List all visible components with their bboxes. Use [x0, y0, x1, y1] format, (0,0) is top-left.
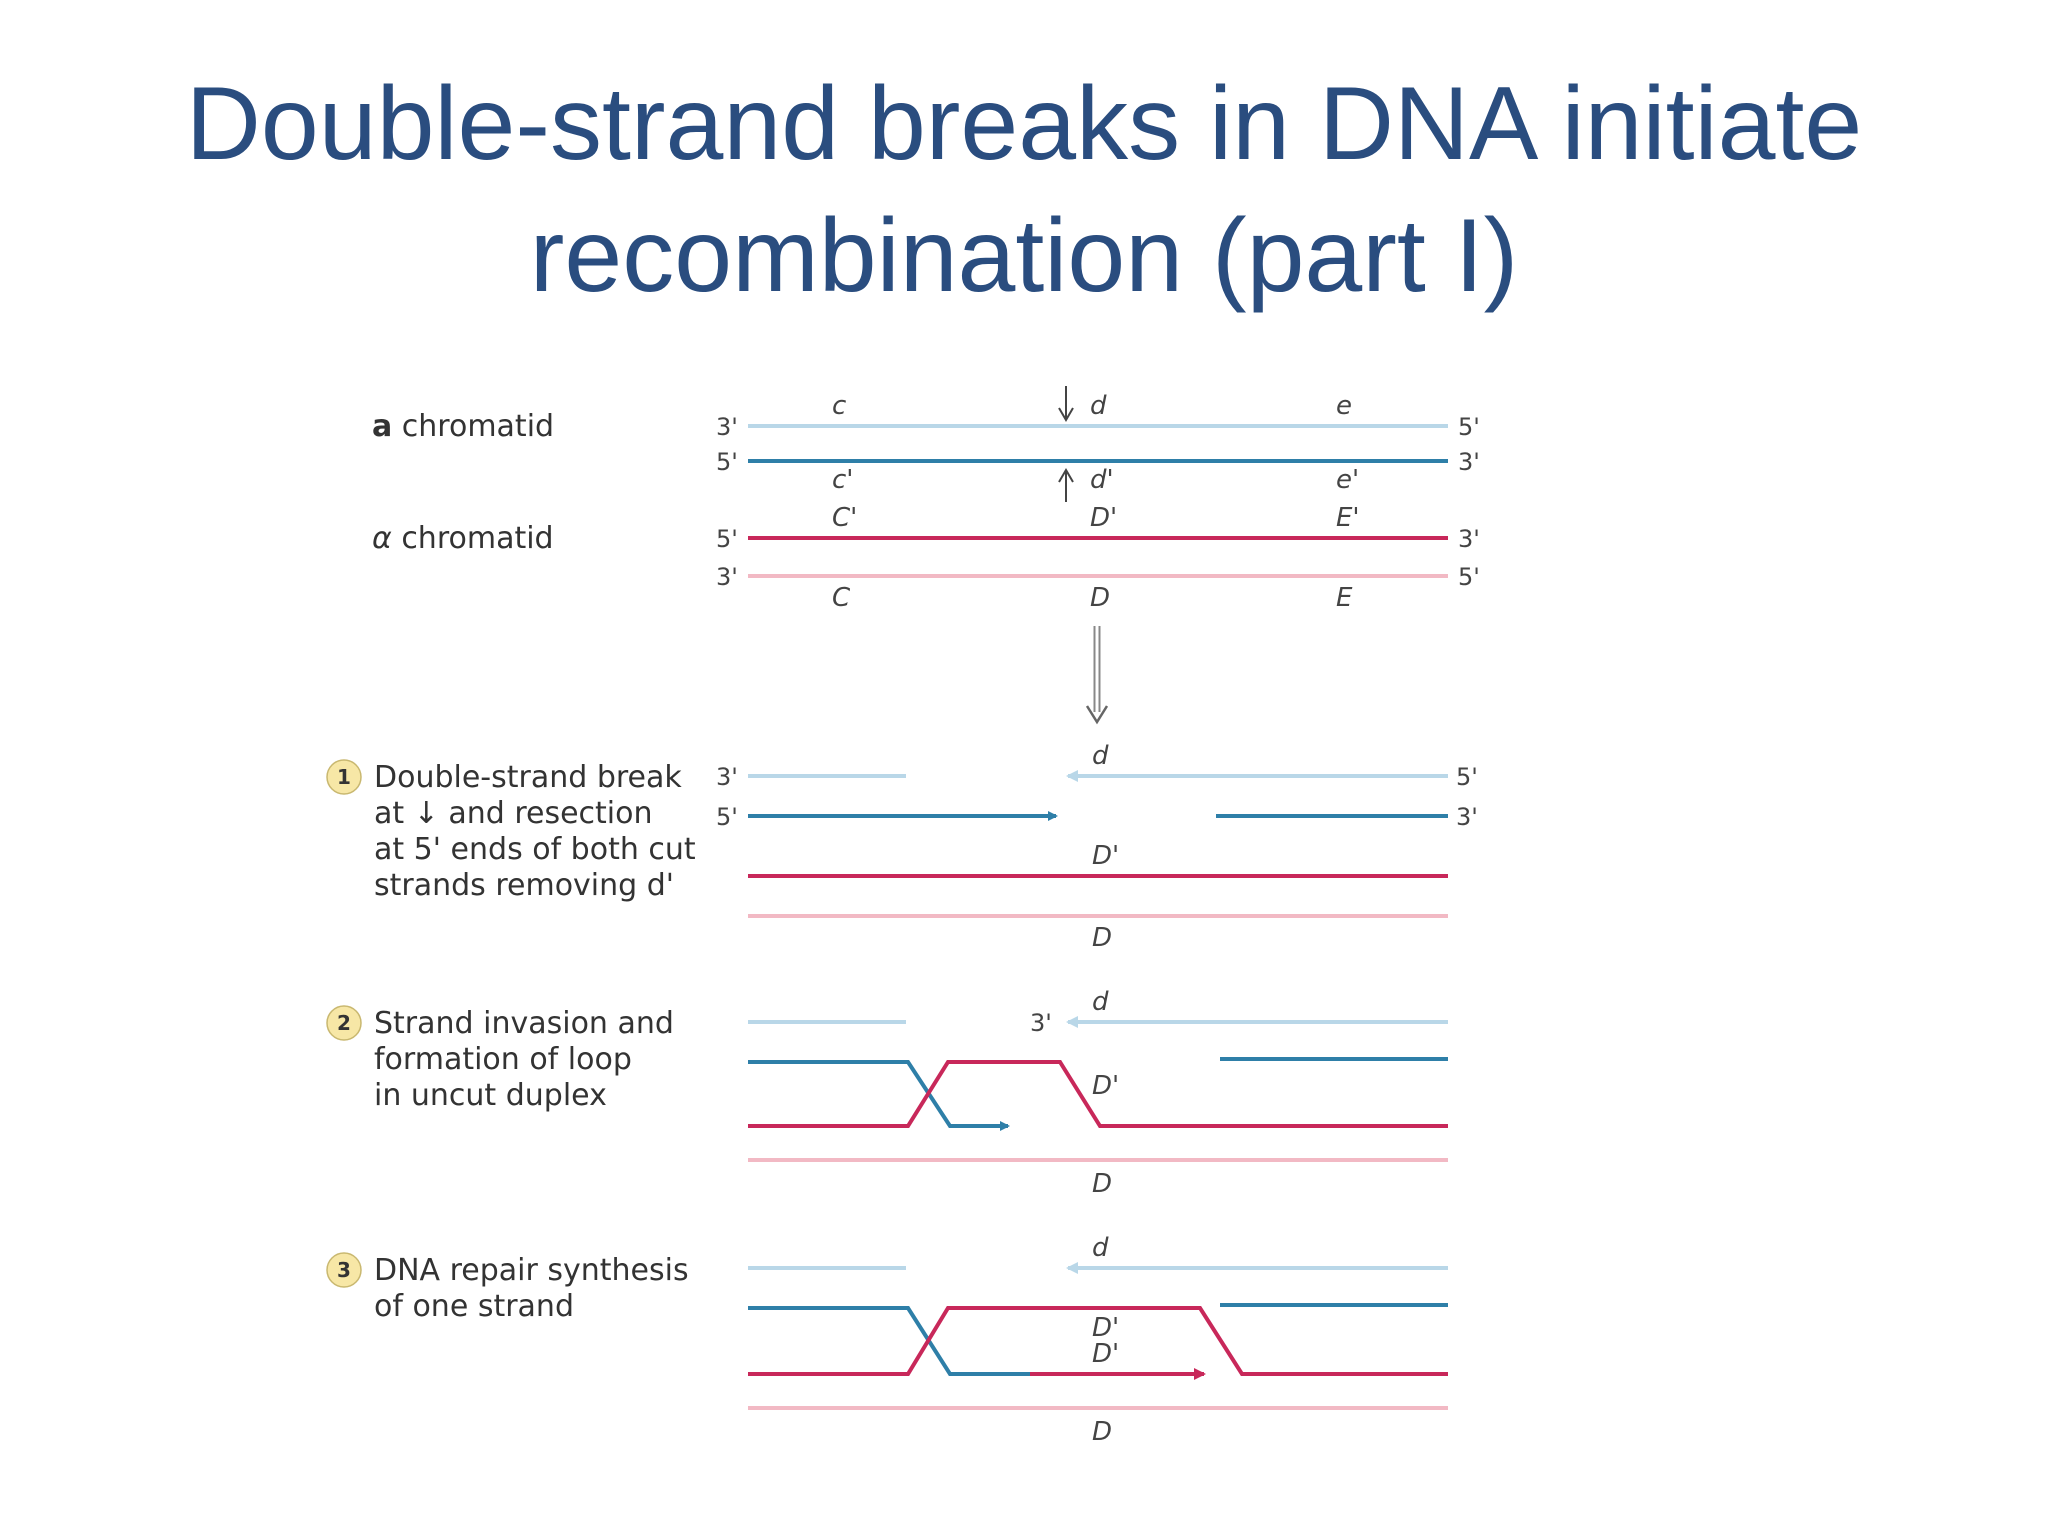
end-label-alpha-top-left: 5'	[716, 525, 738, 553]
s3-gene-D-prime-lower: D'	[1092, 1339, 1119, 1369]
end-label-a-bottom-left: 5'	[716, 448, 738, 476]
gene-E: E	[1336, 583, 1353, 613]
end-label-alpha-bottom-right: 5'	[1458, 563, 1480, 591]
s3-gene-d: d	[1092, 1233, 1109, 1263]
s2-gene-d: d	[1092, 987, 1109, 1017]
gene-D: D	[1090, 583, 1110, 613]
step-3-text: DNA repair synthesis of one strand	[374, 1253, 698, 1324]
end-label-a-top-left: 3'	[716, 413, 738, 441]
s1-end-label-top-right: 5'	[1456, 763, 1478, 791]
step-3-line-1: DNA repair synthesis	[374, 1253, 689, 1288]
s1-gene-d: d	[1092, 741, 1109, 771]
end-label-alpha-top-right: 3'	[1458, 525, 1480, 553]
step-1-line-1: Double-strand break	[374, 760, 682, 795]
gene-d-prime: d'	[1090, 465, 1114, 495]
a-chromatid-label: a chromatid	[372, 409, 554, 444]
s1-gene-D: D	[1092, 923, 1112, 953]
end-label-alpha-bottom-left: 3'	[716, 563, 738, 591]
s2-alpha-loop-strand	[748, 1060, 1448, 1128]
s3-alpha-loop-strand	[748, 1306, 1448, 1376]
end-label-a-top-right: 5'	[1458, 413, 1480, 441]
end-label-a-bottom-right: 3'	[1458, 448, 1480, 476]
alpha-chromatid-label: α chromatid	[372, 521, 554, 556]
s2-gene-D: D	[1092, 1169, 1112, 1199]
s3-invading-strand	[748, 1306, 1030, 1376]
gene-c: c	[832, 391, 846, 421]
a-chromatid-text: chromatid	[392, 409, 554, 444]
step-2-text: Strand invasion and formation of loop in…	[374, 1006, 683, 1113]
step-1-line-2: at ↓ and resection	[374, 796, 653, 831]
step-2-line-1: Strand invasion and	[374, 1006, 674, 1041]
step-1-badge: 1	[326, 759, 362, 795]
slide-title: Double-strand breaks in DNA initiate rec…	[0, 58, 2048, 322]
cut-arrow-up-icon	[1058, 468, 1074, 502]
s1-gene-D-prime: D'	[1092, 841, 1119, 871]
gene-e-prime: e'	[1336, 465, 1359, 495]
step-3-badge: 3	[326, 1252, 362, 1288]
gene-c-prime: c'	[832, 465, 853, 495]
s3-gene-D: D	[1092, 1417, 1112, 1447]
alpha-chromatid-text: chromatid	[392, 521, 554, 556]
s2-invading-strand	[748, 1060, 1010, 1131]
step-2-line-3: in uncut duplex	[374, 1078, 607, 1113]
gene-C-prime: C'	[832, 503, 857, 533]
transition-arrow-icon	[1085, 626, 1109, 725]
s1-end-label-bottom-right: 3'	[1456, 803, 1478, 831]
step-1-number: 1	[337, 765, 351, 789]
alpha-chromatid-prefix: α	[372, 521, 392, 556]
title-line-1: Double-strand breaks in DNA initiate	[185, 66, 1863, 182]
step-3-line-2: of one strand	[374, 1289, 574, 1324]
a-chromatid-prefix: a	[372, 409, 392, 444]
step-1-text: Double-strand break at ↓ and resection a…	[374, 760, 705, 903]
step-3-circle	[326, 1252, 362, 1288]
step-1-circle	[326, 759, 362, 795]
step-1-line-4: strands removing d'	[374, 868, 674, 903]
step-1-line-3: at 5' ends of both cut	[374, 832, 696, 867]
s2-gene-D-prime: D'	[1092, 1071, 1119, 1101]
gene-D-prime: D'	[1090, 503, 1117, 533]
s1-end-label-bottom-left: 5'	[716, 803, 738, 831]
gene-E-prime: E'	[1336, 503, 1360, 533]
gene-d: d	[1090, 391, 1107, 421]
s2-end-label-3prime: 3'	[1030, 1009, 1052, 1037]
step-3-number: 3	[337, 1258, 351, 1282]
step-2-line-2: formation of loop	[374, 1042, 632, 1077]
title-line-2: recombination (part I)	[529, 198, 1519, 314]
step-2-badge: 2	[326, 1005, 362, 1041]
cut-arrow-down-icon	[1058, 386, 1074, 422]
step-2-number: 2	[337, 1011, 351, 1035]
s1-end-label-top-left: 3'	[716, 763, 738, 791]
gene-C: C	[832, 583, 851, 613]
step-2-circle	[326, 1005, 362, 1041]
s3-gene-D-prime-upper: D'	[1092, 1313, 1119, 1343]
gene-e: e	[1336, 391, 1352, 421]
